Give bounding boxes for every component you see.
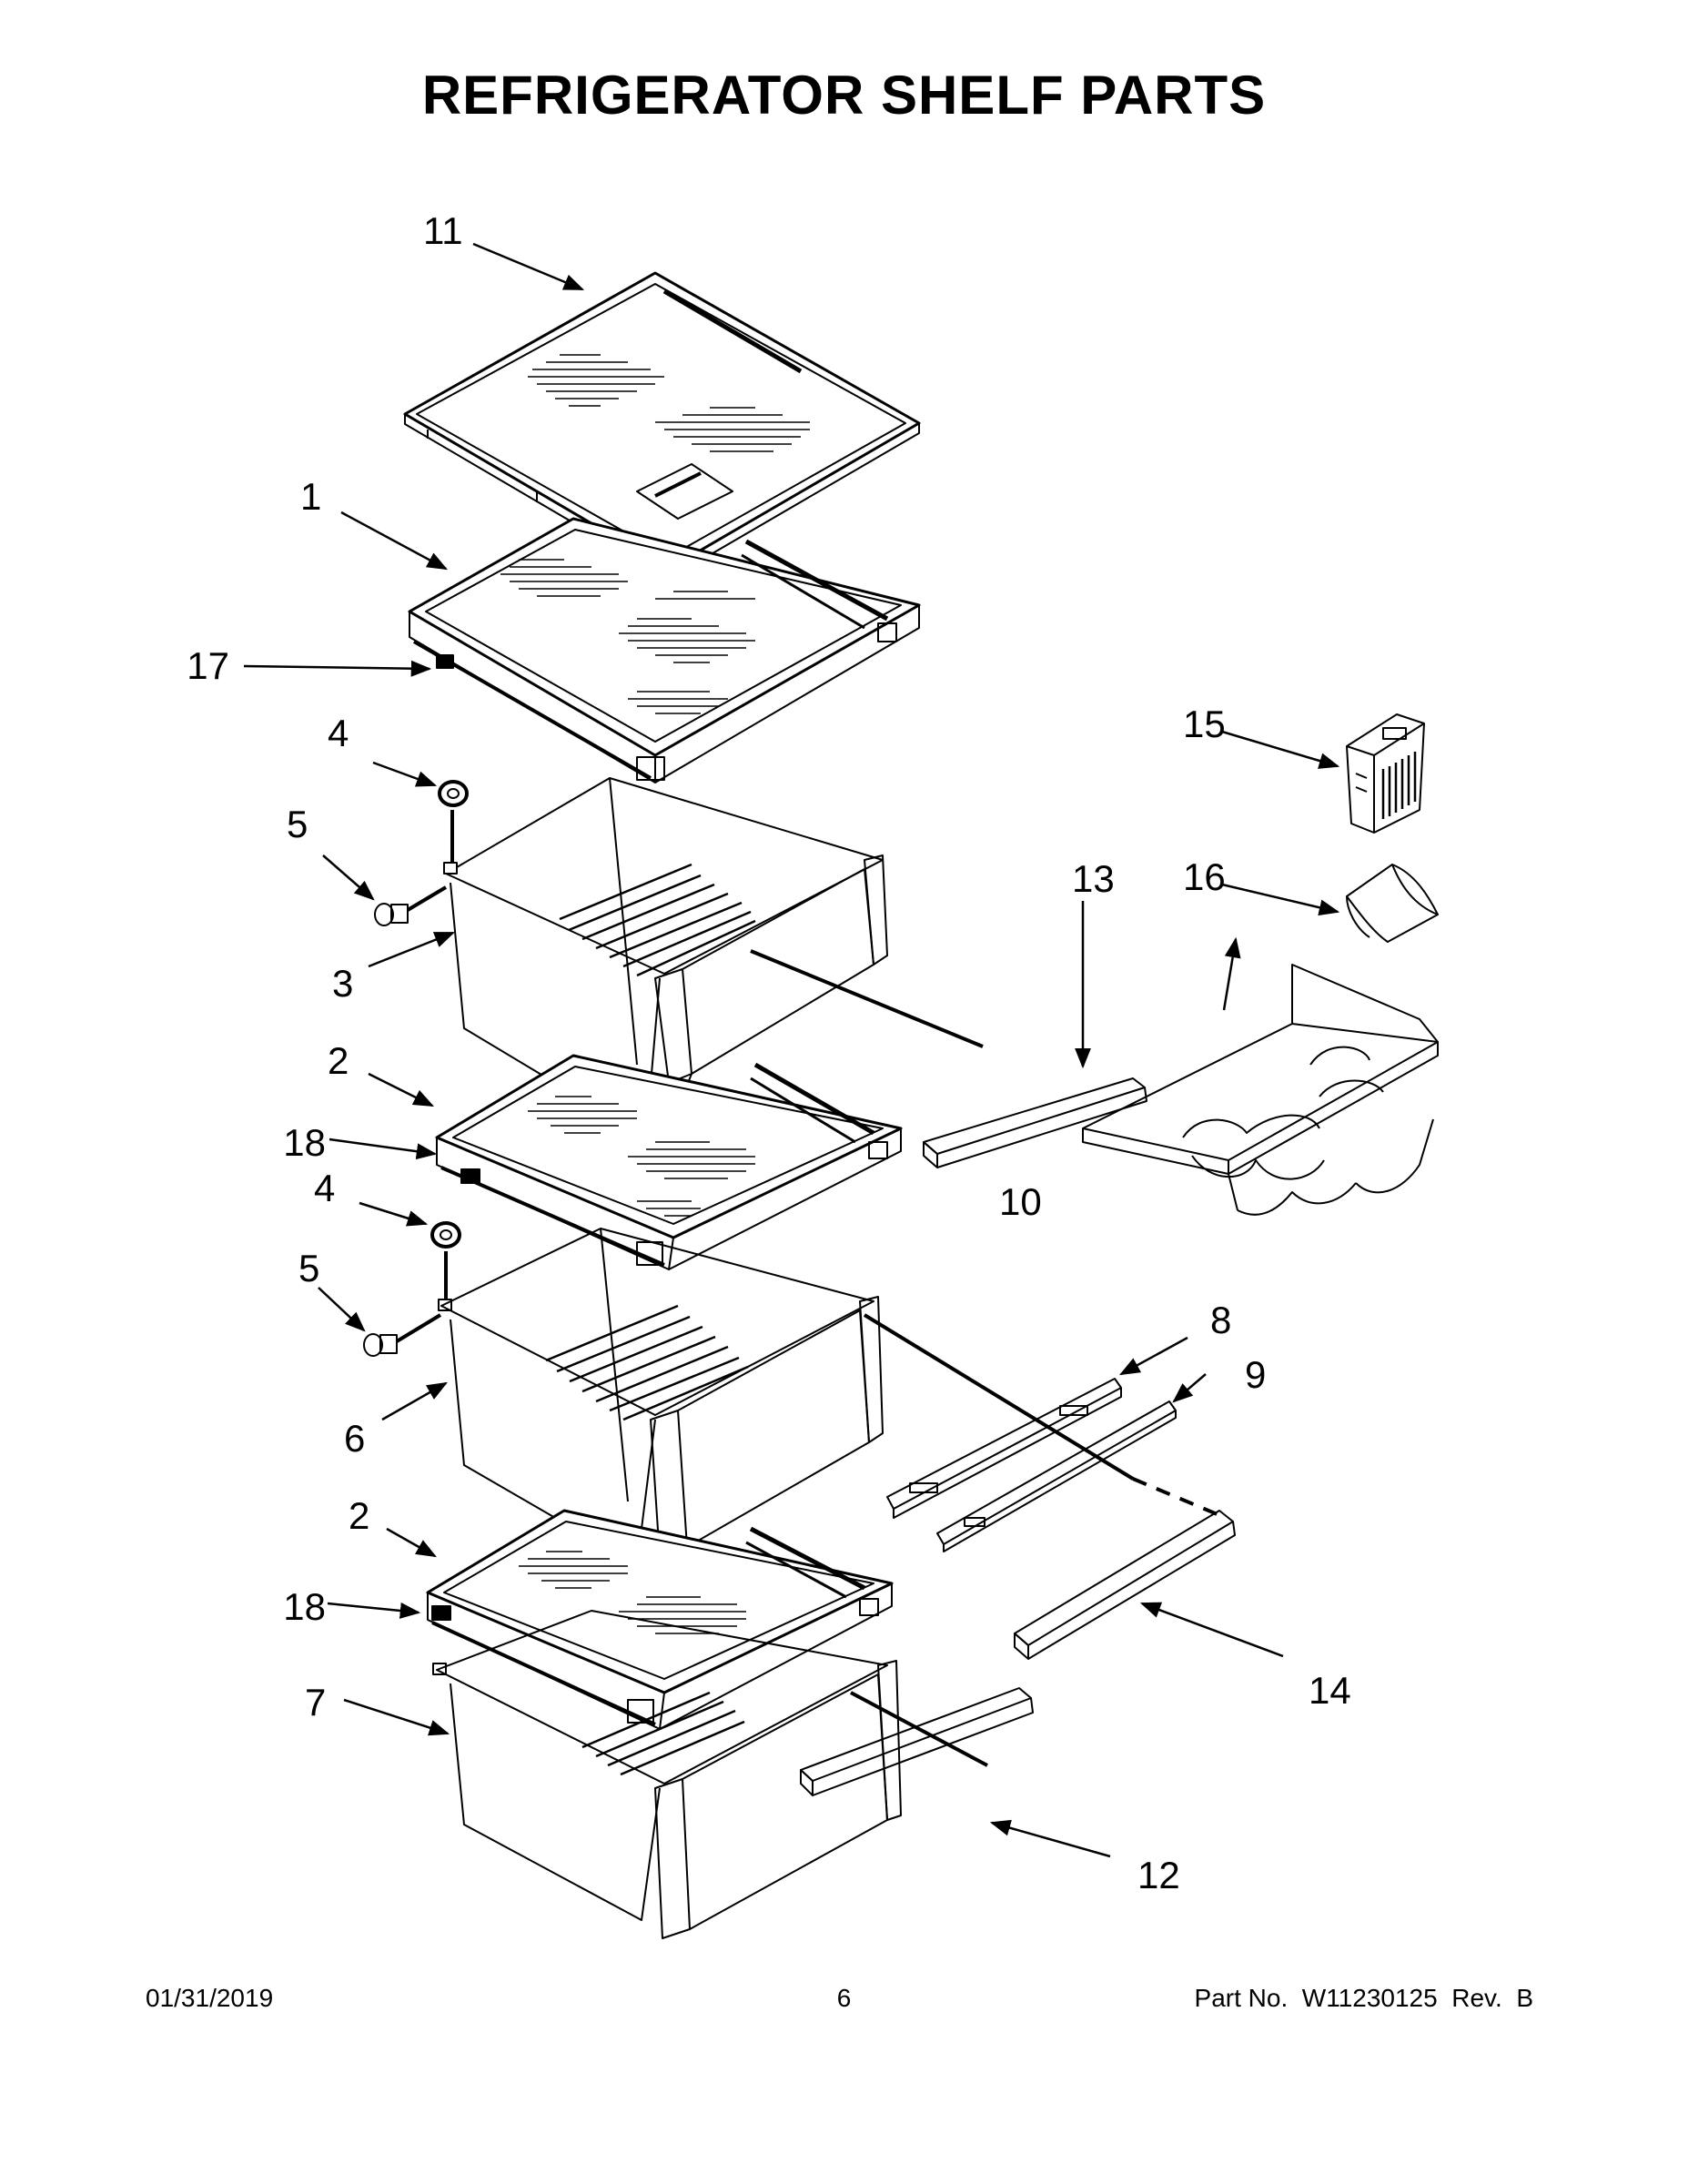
callout-15: 15: [1183, 703, 1226, 745]
part-1-shelf-assembly: [409, 519, 919, 783]
callout-labels: 11 1 17 4 5 3 2 18 4 5 6 2 18 7 15 16 13…: [187, 209, 1350, 1896]
callout-3: 3: [332, 962, 353, 1005]
callout-11: 11: [423, 209, 463, 252]
part-6-crisper-drawer: [441, 1228, 1219, 1565]
part-14-rail: [1015, 1511, 1235, 1659]
callout-2-lower: 2: [349, 1494, 369, 1537]
page-title: REFRIGERATOR SHELF PARTS: [421, 65, 1267, 126]
callout-18-upper: 18: [283, 1121, 326, 1164]
part-4-roller-lower: [432, 1223, 460, 1310]
callout-7: 7: [305, 1681, 326, 1724]
callout-18-lower: 18: [283, 1585, 326, 1628]
callout-5-lower: 5: [298, 1247, 319, 1289]
part-8-slide: [887, 1379, 1121, 1518]
callout-16: 16: [1183, 855, 1226, 898]
leader-arrows: [243, 242, 1340, 1858]
callout-13: 13: [1072, 857, 1115, 900]
part-12-rail: [801, 1688, 1033, 1795]
callout-17: 17: [187, 644, 229, 687]
part-3-crisper-drawer: [446, 778, 983, 1156]
callout-4-lower: 4: [314, 1167, 335, 1209]
footer-part-number: Part No. W11230125 Rev. B: [1194, 1984, 1533, 2012]
part-16-accessory: [1347, 864, 1438, 942]
callout-6: 6: [344, 1417, 365, 1460]
part-5-screw-upper: [375, 887, 446, 925]
callout-9: 9: [1245, 1353, 1266, 1396]
callout-5-upper: 5: [287, 803, 308, 845]
callout-1: 1: [300, 475, 321, 518]
part-2-shelf-upper: [437, 1056, 901, 1269]
footer-page-number: 6: [836, 1984, 852, 2012]
callout-4-upper: 4: [328, 712, 349, 754]
footer-date: 01/31/2019: [146, 1984, 274, 2012]
callout-12: 12: [1137, 1854, 1180, 1896]
part-11-glass-shelf: [405, 273, 919, 579]
part-9-slide: [937, 1401, 1176, 1552]
part-7-bottom-drawer: [433, 1611, 987, 1938]
part-4-roller-upper: [440, 782, 467, 874]
part-10-wine-rack: [1083, 965, 1438, 1215]
part-5-screw-lower: [364, 1315, 440, 1356]
part-15-accessory: [1347, 714, 1424, 833]
callout-2-upper: 2: [328, 1039, 349, 1082]
callout-14: 14: [1309, 1669, 1351, 1712]
callout-8: 8: [1210, 1299, 1231, 1341]
part-13-rail: [924, 1078, 1147, 1168]
callout-10: 10: [999, 1180, 1042, 1223]
part-2-shelf-lower: [428, 1511, 892, 1729]
